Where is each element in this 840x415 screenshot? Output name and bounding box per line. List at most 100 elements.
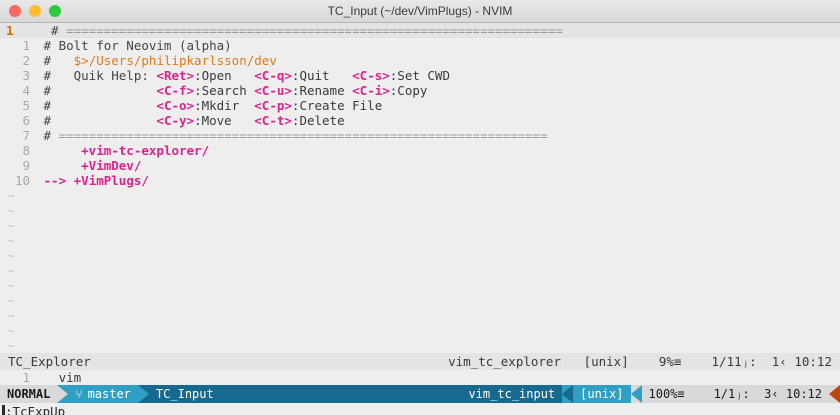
text-span: :Rename	[291, 83, 353, 98]
separator-arrow-icon	[562, 385, 574, 403]
empty-line-markers: ~~~~~~~~~~~	[0, 188, 840, 353]
separator-arrow-icon	[137, 385, 149, 403]
line-number-icon: ⱼ	[741, 354, 750, 369]
text-span: <C-q>	[254, 68, 292, 83]
empty-line-row: ~	[0, 188, 840, 203]
text-span: :Open	[194, 68, 255, 83]
list-icon: ≡	[677, 387, 685, 401]
text-span: :Move	[194, 113, 255, 128]
command-line[interactable]: :TcExpUp	[0, 403, 840, 415]
buffer-line-text: # <C-y>:Move <C-t>:Delete	[36, 113, 840, 128]
zoom-button[interactable]	[49, 5, 61, 17]
text-span: :Create File	[291, 98, 383, 113]
text-span: #	[36, 128, 59, 143]
line-number: 3	[22, 68, 30, 83]
text-span: :Copy	[389, 83, 428, 98]
chevron-left-icon: ‹	[779, 354, 787, 369]
buffer-line[interactable]: 8 +vim-tc-explorer/	[0, 143, 840, 158]
line-number: 9	[22, 158, 30, 173]
text-span: # Quik Help:	[36, 68, 157, 83]
text-span: +vim-tc-explorer/	[81, 143, 210, 158]
title-bar: TC_Input (~/dev/VimPlugs) - NVIM	[0, 0, 840, 23]
separator-arrow-icon	[630, 385, 642, 403]
text-span: :Delete	[291, 113, 345, 128]
line-number: 4	[22, 83, 30, 98]
buffer-line-text: # Quik Help: <Ret>:Open <C-q>:Quit <C-s>…	[36, 68, 840, 83]
spacer	[757, 353, 772, 370]
buffer-line[interactable]: 7 # ====================================…	[0, 128, 840, 143]
airline-spacer	[220, 385, 462, 403]
tc-input-buffer[interactable]: 1 vim	[0, 370, 840, 385]
airline-mode: NORMAL	[0, 385, 58, 403]
spacer	[787, 353, 795, 370]
tilde-marker: ~	[7, 248, 15, 263]
text-span: <C-y>	[156, 113, 195, 128]
buffer-line[interactable]: 2 # $>/Users/philipkarlsson/dev	[0, 53, 840, 68]
text-span: <Ret>	[156, 68, 195, 83]
text-span: <C-f>	[156, 83, 195, 98]
close-button[interactable]	[9, 5, 21, 17]
line-number: 6	[22, 113, 30, 128]
window-title: TC_Input (~/dev/VimPlugs) - NVIM	[327, 4, 513, 18]
line-number: 1	[6, 23, 14, 38]
text-span: <C-t>	[254, 113, 292, 128]
text-span	[36, 143, 81, 158]
airline-filename: TC_Input	[148, 385, 221, 403]
line-number: 7	[22, 128, 30, 143]
explorer-statusline-percent: 9%	[658, 354, 674, 369]
airline-tail-arrow-icon	[829, 385, 840, 403]
explorer-statusline-colon: :	[749, 354, 757, 369]
explorer-statusline-time: 10:12	[794, 354, 832, 369]
buffer-line-text: vim	[36, 370, 840, 385]
text-span: #	[36, 113, 157, 128]
buffer-line[interactable]: 1 vim	[0, 370, 840, 385]
text-span: ========================================…	[58, 128, 548, 143]
minimize-button[interactable]	[29, 5, 41, 17]
buffer-line[interactable]: 5 # <C-o>:Mkdir <C-p>:Create File	[0, 98, 840, 113]
text-span: vim	[36, 370, 82, 385]
explorer-statusline-right: vim_tc_explorer [unix] 9% ≡ 1/11 ⱼ : 1 ‹…	[448, 353, 832, 370]
explorer-statusline-column: 1	[771, 354, 780, 369]
tilde-marker: ~	[7, 293, 15, 308]
empty-line-row: ~	[0, 278, 840, 293]
text-span: +VimDev/	[81, 158, 142, 173]
tilde-marker: ~	[7, 278, 15, 293]
editor-area: 1 # ====================================…	[0, 23, 840, 415]
buffer-line[interactable]: 4 # <C-f>:Search <C-u>:Rename <C-i>:Copy	[0, 83, 840, 98]
airline-branch-label: master	[87, 387, 131, 401]
buffer-line-text: # ======================================…	[36, 128, 840, 143]
airline-filetype: vim_tc_input	[461, 385, 563, 403]
chevron-left-icon: ‹	[771, 387, 779, 401]
tilde-marker: ~	[7, 188, 15, 203]
airline-percent: 100%	[648, 387, 678, 401]
spacer	[561, 353, 584, 370]
text-span: :Search	[194, 83, 255, 98]
empty-line-row: ~	[0, 248, 840, 263]
buffer-line[interactable]: 10 --> +VimPlugs/	[0, 173, 840, 188]
explorer-statusline-filename: TC_Explorer	[8, 354, 91, 369]
spacer	[629, 353, 659, 370]
line-number: 1	[22, 38, 30, 53]
buffer-line-text: # <C-o>:Mkdir <C-p>:Create File	[36, 98, 840, 113]
tilde-marker: ~	[7, 338, 15, 353]
airline-statusline: NORMAL ⑂master TC_Input vim_tc_input [un…	[0, 385, 840, 403]
empty-line-row: ~	[0, 203, 840, 218]
tilde-marker: ~	[7, 263, 15, 278]
buffer-line[interactable]: 6 # <C-y>:Move <C-t>:Delete	[0, 113, 840, 128]
separator-arrow-icon	[57, 385, 69, 403]
buffer-line[interactable]: 9 +VimDev/	[0, 158, 840, 173]
text-span: :Set CWD	[389, 68, 450, 83]
text-span: #	[36, 53, 74, 68]
buffer-line[interactable]: 1 # ====================================…	[0, 23, 840, 38]
text-span: # Bolt for Neovim (alpha)	[36, 38, 232, 53]
explorer-statusline-fileformat: [unix]	[583, 354, 629, 369]
buffer-line[interactable]: 1 # Bolt for Neovim (alpha)	[0, 38, 840, 53]
airline-column: 3	[764, 387, 772, 401]
text-span: :Mkdir	[194, 98, 255, 113]
tc-explorer-buffer[interactable]: 1 # ====================================…	[0, 23, 840, 188]
empty-line-row: ~	[0, 308, 840, 323]
buffer-line[interactable]: 3 # Quik Help: <Ret>:Open <C-q>:Quit <C-…	[0, 68, 840, 83]
text-span	[36, 158, 81, 173]
empty-line-row: ~	[0, 338, 840, 353]
